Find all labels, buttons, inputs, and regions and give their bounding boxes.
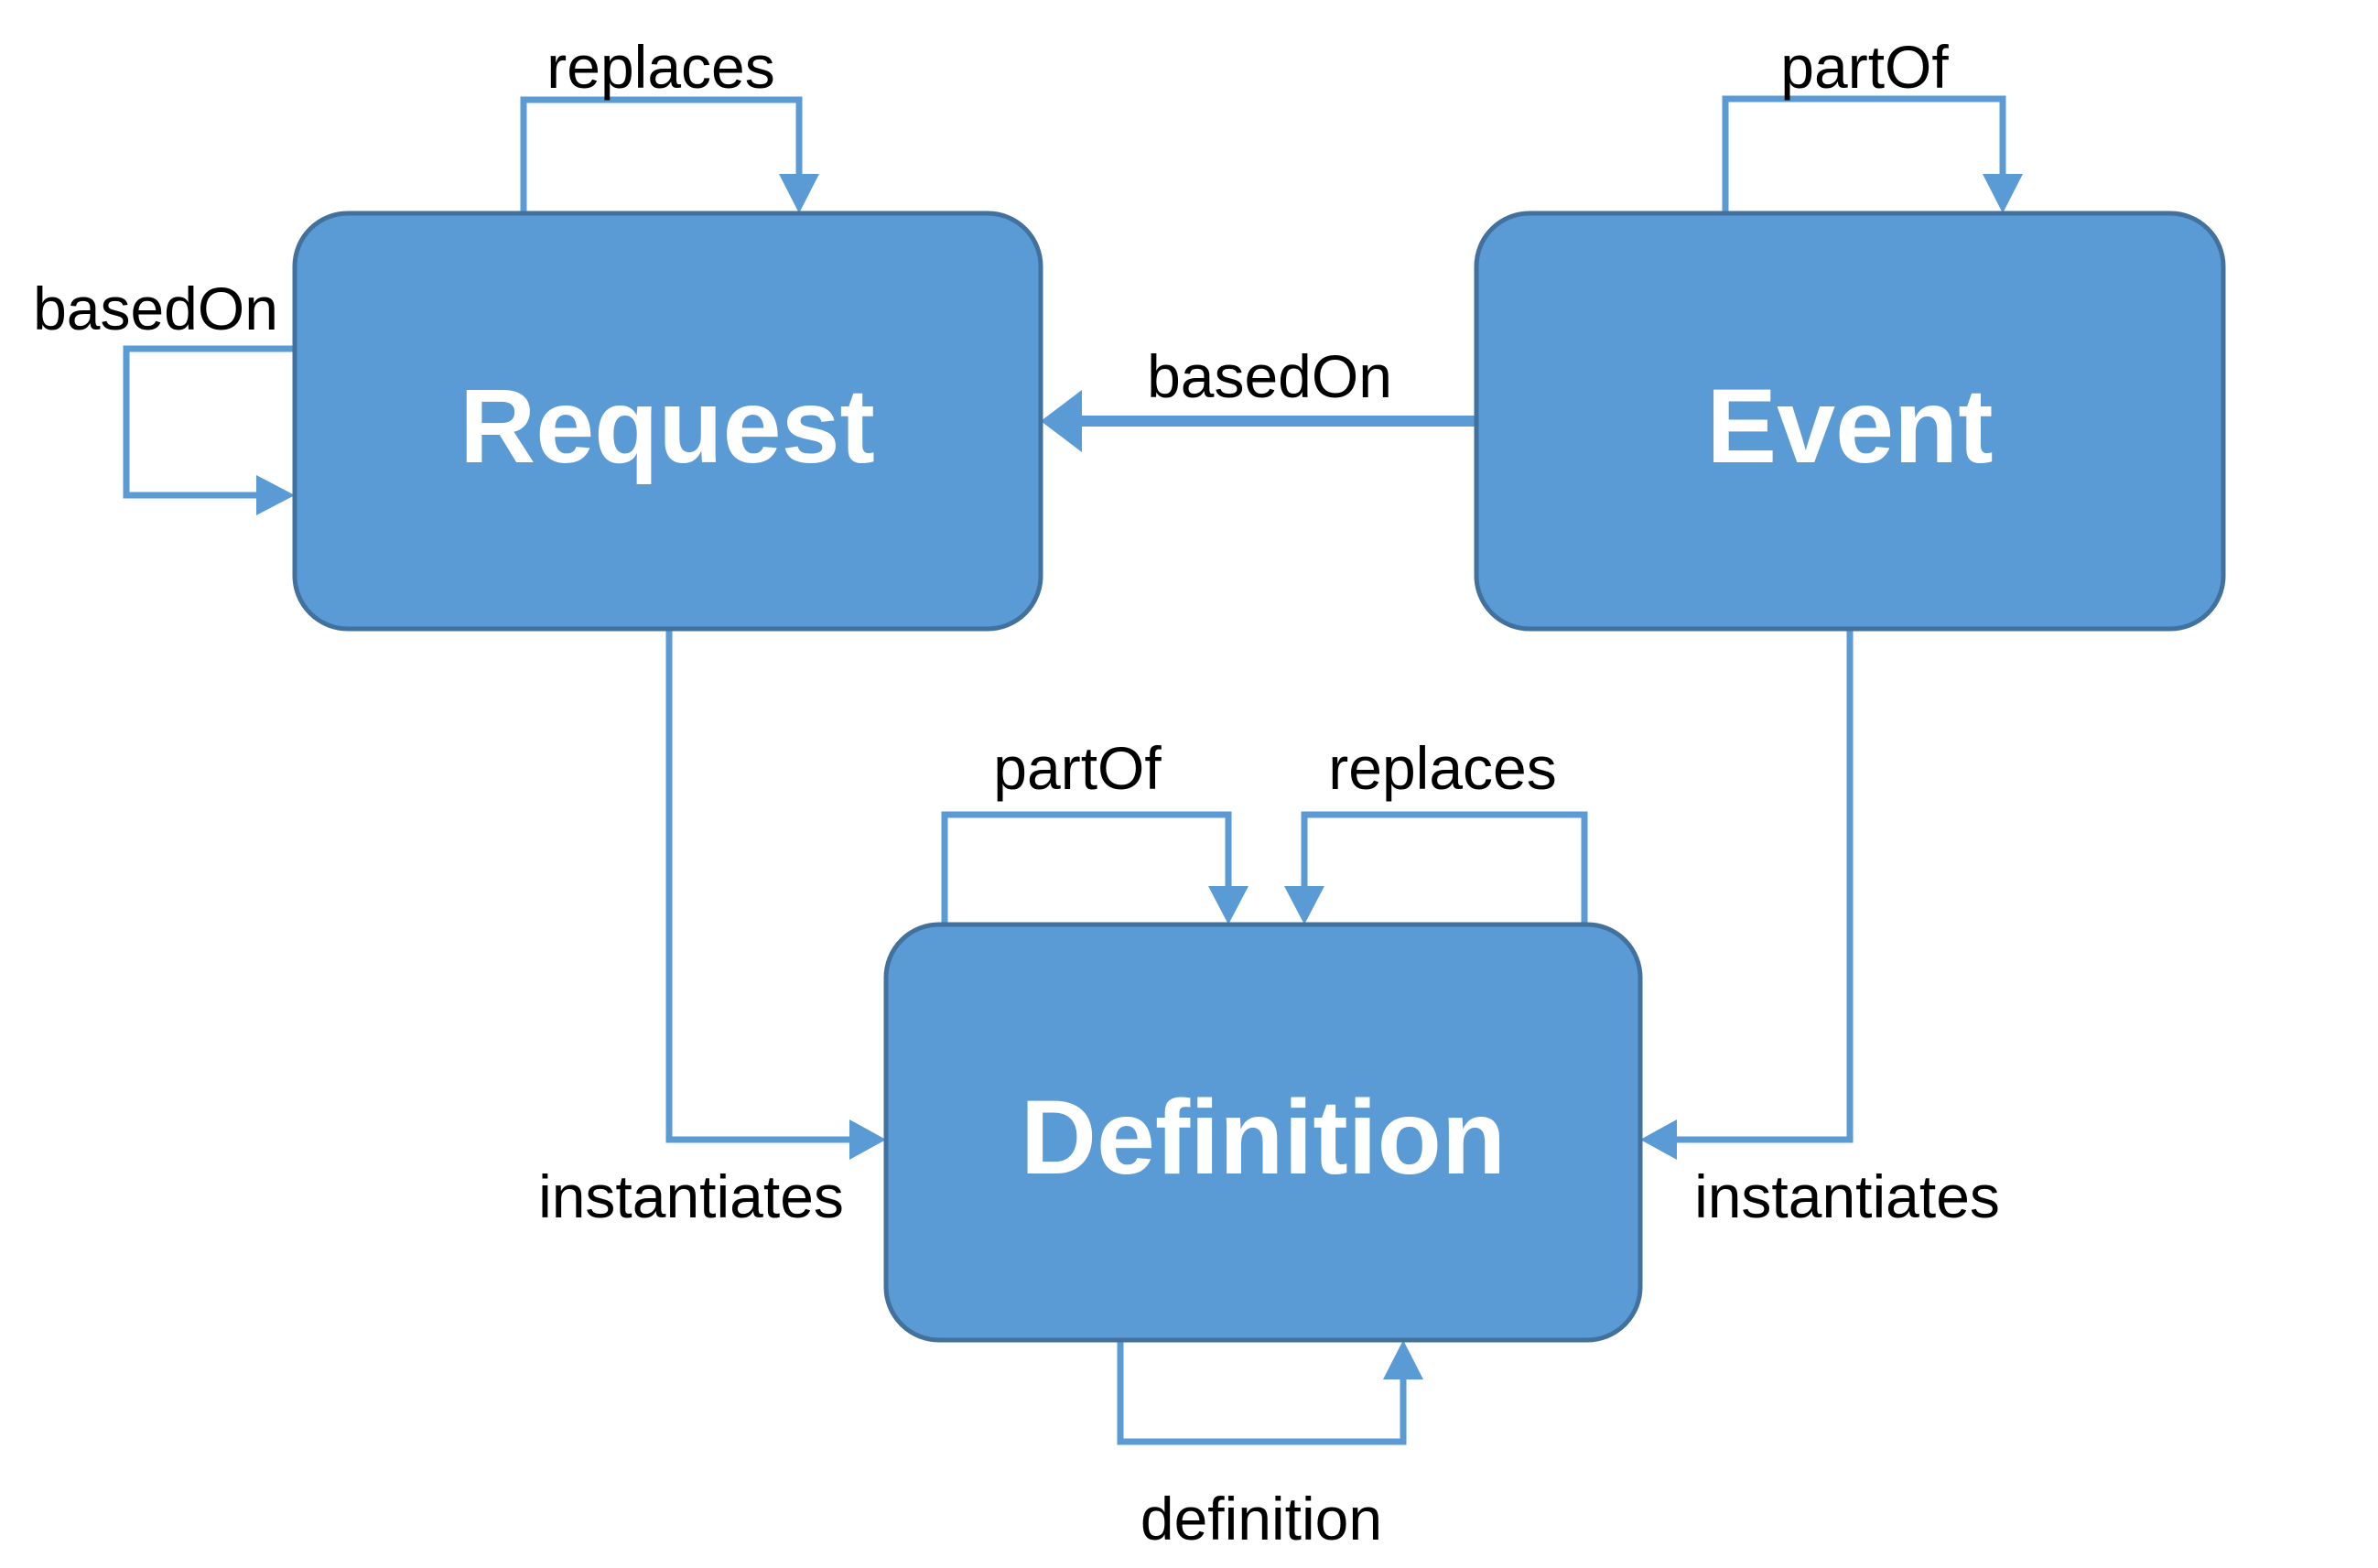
edge-partof-event-line <box>1722 95 2006 213</box>
edge-instantiates-request-definition: instantiates <box>538 629 886 1230</box>
edge-label-definition: definition <box>1140 1485 1382 1552</box>
edge-label-partof-definition: partOf <box>993 734 1162 802</box>
node-definition: Definition <box>883 922 1643 1343</box>
node-definition-label: Definition <box>1021 1079 1506 1196</box>
edge-label-instantiates-right: instantiates <box>1694 1162 2000 1230</box>
node-event-label: Event <box>1706 368 1993 485</box>
node-event: Event <box>1474 211 2226 632</box>
arrowhead-right-icon <box>256 475 295 515</box>
edge-partof-event: partOf <box>1722 33 2023 213</box>
edge-label-basedon-event-request: basedOn <box>1147 342 1392 410</box>
edge-label-replaces-request: replaces <box>546 33 774 101</box>
edge-replaces-definition: replaces <box>1284 734 1588 925</box>
arrowhead-down-icon <box>1284 886 1324 925</box>
edge-instantiates-request-definition-line <box>665 629 849 1143</box>
edge-partof-definition-line <box>941 811 1232 925</box>
edge-instantiates-event-definition: instantiates <box>1640 629 2000 1230</box>
edge-basedon-request-self: basedOn <box>33 275 295 515</box>
edge-definition-definition: definition <box>1117 1340 1423 1552</box>
edge-replaces-definition-line <box>1301 811 1588 925</box>
arrowhead-left-icon <box>1640 1119 1677 1160</box>
arrowhead-left-icon <box>1041 390 1082 452</box>
edge-basedon-event-request: basedOn <box>1041 342 1476 452</box>
node-request-label: Request <box>459 368 875 485</box>
arrowhead-right-icon <box>849 1119 886 1160</box>
edge-label-basedon-request-self: basedOn <box>33 275 278 342</box>
arrowhead-down-icon <box>1983 174 2023 213</box>
edge-definition-definition-line <box>1117 1340 1407 1445</box>
arrowhead-down-icon <box>779 174 819 213</box>
edge-partof-definition: partOf <box>941 734 1248 925</box>
node-request: Request <box>292 211 1043 632</box>
node-definition-shape <box>883 922 1643 1343</box>
edge-replaces-request-line <box>520 96 803 213</box>
arrowhead-up-icon <box>1383 1340 1423 1379</box>
edge-label-instantiates-left: instantiates <box>538 1162 844 1230</box>
node-event-shape <box>1474 211 2226 632</box>
arrowhead-down-icon <box>1208 886 1248 925</box>
edge-basedon-request-self-line <box>123 345 295 499</box>
edge-label-replaces-definition: replaces <box>1328 734 1556 802</box>
edge-instantiates-event-definition-line <box>1677 629 1854 1143</box>
edge-replaces-request: replaces <box>520 33 819 213</box>
edge-label-partof-event: partOf <box>1780 33 1949 101</box>
node-request-shape <box>292 211 1043 632</box>
